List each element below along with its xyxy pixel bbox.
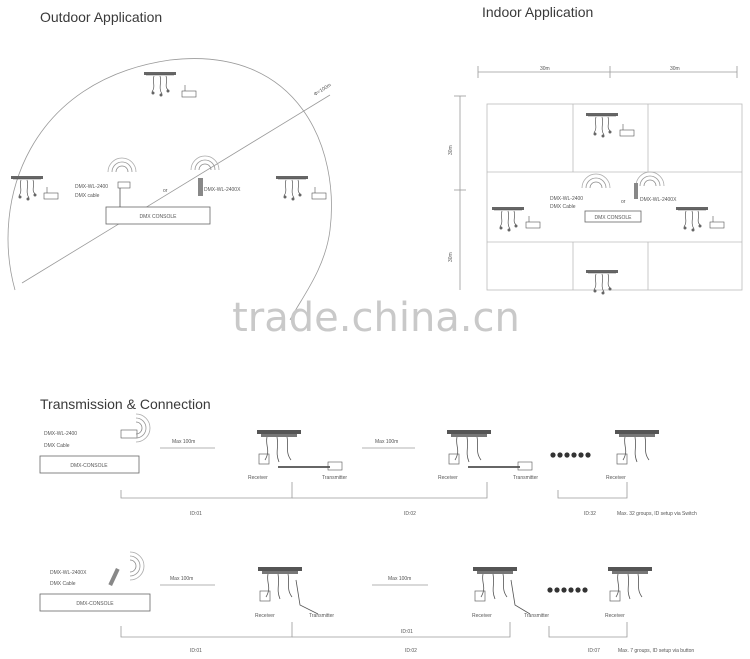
indoor-room-grid xyxy=(486,103,743,291)
row2-bracket-3 xyxy=(548,622,628,638)
row2-id-2: ID:02 xyxy=(405,648,417,654)
row1-receiver-label-3: Receiver xyxy=(606,475,626,481)
outdoor-fixture-right xyxy=(275,175,327,201)
outdoor-title: Outdoor Application xyxy=(40,9,162,25)
row2-transmitter-label-2: Transmitter xyxy=(524,613,549,619)
indoor-dim-top-1: 30m xyxy=(540,66,550,72)
row2-bracket-2 xyxy=(292,622,511,638)
row2-fixture-3 xyxy=(607,566,653,602)
row1-transmitter-label-1: Transmitter xyxy=(322,475,347,481)
row1-dmx-wl-label: DMX-WL-2400 xyxy=(44,431,77,437)
row1-max-label-2: Max 100m xyxy=(375,439,398,445)
outdoor-transmitter xyxy=(117,181,131,189)
outdoor-diameter-line xyxy=(21,94,331,284)
row1-transmitter-1 xyxy=(327,461,343,471)
row2-id-mid: ID:01 xyxy=(401,629,413,635)
row1-console-label: DMX-CONSOLE xyxy=(70,463,108,469)
row2-receiver-label-2: Receiver xyxy=(472,613,492,619)
row1-receiver-label-1: Receiver xyxy=(248,475,268,481)
row2-dmx-console xyxy=(39,593,151,612)
row1-note: Max. 32 groups, ID setup via Switch xyxy=(617,511,697,517)
outdoor-range-circle xyxy=(7,58,332,321)
row1-dmx-console xyxy=(39,455,140,474)
row1-fixture-2 xyxy=(446,429,492,465)
row1-bracket-2 xyxy=(292,482,488,499)
row1-max-label-1: Max 100m xyxy=(172,439,195,445)
row2-transmitter-label-1: Transmitter xyxy=(309,613,334,619)
indoor-dmx-console xyxy=(584,210,642,223)
indoor-dim-left-2: 30m xyxy=(448,252,454,262)
row2-console-label: DMX-CONSOLE xyxy=(76,601,114,607)
row2-fixture-2 xyxy=(472,566,518,602)
outdoor-fixture-top xyxy=(143,71,197,98)
outdoor-wireless-icon xyxy=(107,157,137,173)
row2-note: Max. 7 groups, ID setup via button xyxy=(618,648,694,654)
row2-max-label-2: Max 100m xyxy=(388,576,411,582)
row1-bracket-1 xyxy=(120,482,293,499)
row2-receiver-label-3: Receiver xyxy=(605,613,625,619)
indoor-transmitter-x xyxy=(634,183,638,199)
row1-bracket-3 xyxy=(557,482,628,499)
row1-fixture-3 xyxy=(614,429,660,465)
outdoor-dmx-wl-label: DMX-WL-2400 xyxy=(75,184,108,190)
outdoor-dmx-cable-label: DMX cable xyxy=(75,193,100,199)
row1-transmitter-device xyxy=(120,429,138,439)
row2-id-3: ID:07 xyxy=(588,648,600,654)
row1-transmitter-label-2: Transmitter xyxy=(513,475,538,481)
row2-transmitter-cable-1 xyxy=(295,579,319,615)
indoor-fixture-top xyxy=(585,112,635,138)
row2-dmx-cable-label: DMX Cable xyxy=(50,581,76,587)
row1-id-2: ID:02 xyxy=(404,511,416,517)
outdoor-console-label: DMX CONSOLE xyxy=(140,214,178,220)
indoor-console-label: DMX CONSOLE xyxy=(595,215,633,221)
outdoor-dmx-console xyxy=(105,206,211,225)
row2-bracket-1 xyxy=(120,622,293,638)
row1-receiver-label-2: Receiver xyxy=(438,475,458,481)
outdoor-transmitter-x xyxy=(198,178,203,196)
indoor-dmx-wl-x-label: DMX-WL-2400X xyxy=(640,197,677,203)
row2-wireless-icon xyxy=(129,551,145,581)
indoor-dim-left-1: 30m xyxy=(448,145,454,155)
indoor-or-label: or xyxy=(621,199,626,205)
watermark-text: trade.china.cn xyxy=(232,295,520,341)
row1-fixture-1 xyxy=(256,429,302,465)
indoor-dim-top-2: 30m xyxy=(670,66,680,72)
indoor-fixture-left xyxy=(491,206,541,232)
indoor-fixture-right xyxy=(675,206,725,232)
indoor-wireless-icon-2 xyxy=(635,171,665,187)
indoor-dmx-cable-label: DMX Cable xyxy=(550,204,576,210)
outdoor-dmx-wl-x-label: DMX-WL-2400X xyxy=(204,187,241,193)
row2-transmitter-cable-2 xyxy=(510,579,531,615)
indoor-wireless-icon xyxy=(581,173,611,189)
row2-receiver-label-1: Receiver xyxy=(255,613,275,619)
outdoor-wireless-icon-2 xyxy=(190,155,220,171)
indoor-fixture-bottom xyxy=(585,269,619,295)
row1-wireless-icon xyxy=(135,413,151,443)
indoor-dmx-wl-label: DMX-WL-2400 xyxy=(550,196,583,202)
row1-id-3: ID:32 xyxy=(584,511,596,517)
outdoor-or-label: or xyxy=(163,188,168,194)
row1-id-1: ID:01 xyxy=(190,511,202,517)
row2-max-label-1: Max 100m xyxy=(170,576,193,582)
row2-transmitter-device xyxy=(108,567,120,587)
row1-ellipsis xyxy=(550,452,591,458)
row2-fixture-1 xyxy=(257,566,303,602)
row2-dmx-wl-label: DMX-WL-2400X xyxy=(50,570,87,576)
row2-ellipsis xyxy=(547,587,588,593)
transmission-title: Transmission & Connection xyxy=(40,396,211,412)
outdoor-fixture-left xyxy=(10,175,59,201)
row2-id-1: ID:01 xyxy=(190,648,202,654)
row1-dmx-cable-label: DMX Cable xyxy=(44,443,70,449)
indoor-title: Indoor Application xyxy=(482,4,593,20)
row1-transmitter-2 xyxy=(517,461,533,471)
